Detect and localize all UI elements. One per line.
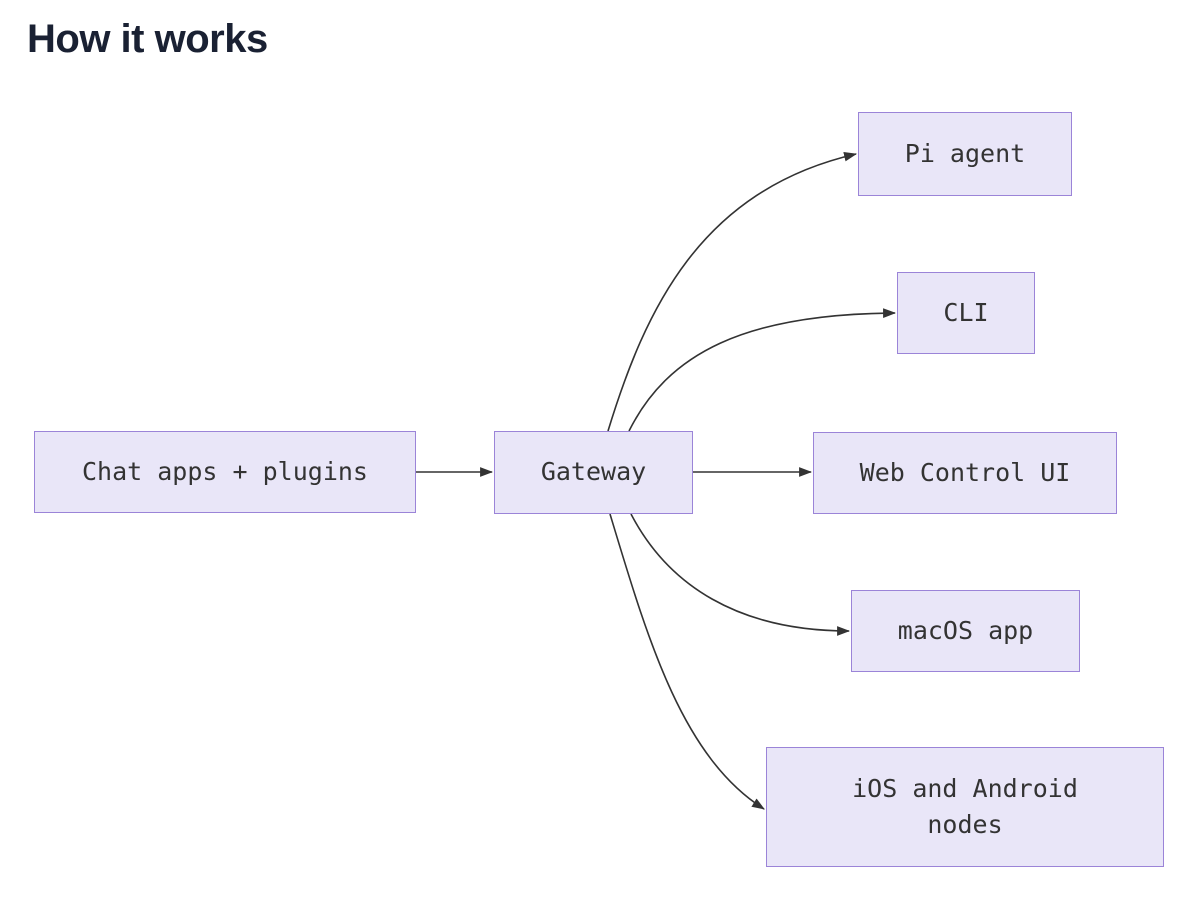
node-macos-app: macOS app — [851, 590, 1080, 672]
edge-gateway-to-ios-android-nodes — [609, 513, 765, 810]
node-ios-android-nodes: iOS and Android nodes — [766, 747, 1164, 867]
node-chat-apps-plugins: Chat apps + plugins — [34, 431, 416, 513]
node-chat-apps-plugins-label: Chat apps + plugins — [82, 456, 368, 486]
node-ios-android-nodes-label: iOS and Android nodes — [852, 773, 1078, 839]
node-cli: CLI — [897, 272, 1035, 354]
node-gateway: Gateway — [494, 431, 693, 514]
node-macos-app-label: macOS app — [897, 615, 1034, 645]
node-web-control-ui: Web Control UI — [813, 432, 1117, 514]
node-cli-label: CLI — [943, 297, 989, 327]
node-gateway-label: Gateway — [540, 457, 647, 487]
node-web-control-ui-label: Web Control UI — [859, 457, 1071, 487]
edge-gateway-to-pi-agent — [607, 151, 858, 432]
node-pi-agent: Pi agent — [858, 112, 1072, 196]
page-title: How it works — [27, 17, 268, 61]
edge-gateway-to-macos-app — [630, 513, 851, 636]
edge-gateway-to-cli — [628, 308, 897, 432]
node-pi-agent-label: Pi agent — [904, 138, 1026, 168]
